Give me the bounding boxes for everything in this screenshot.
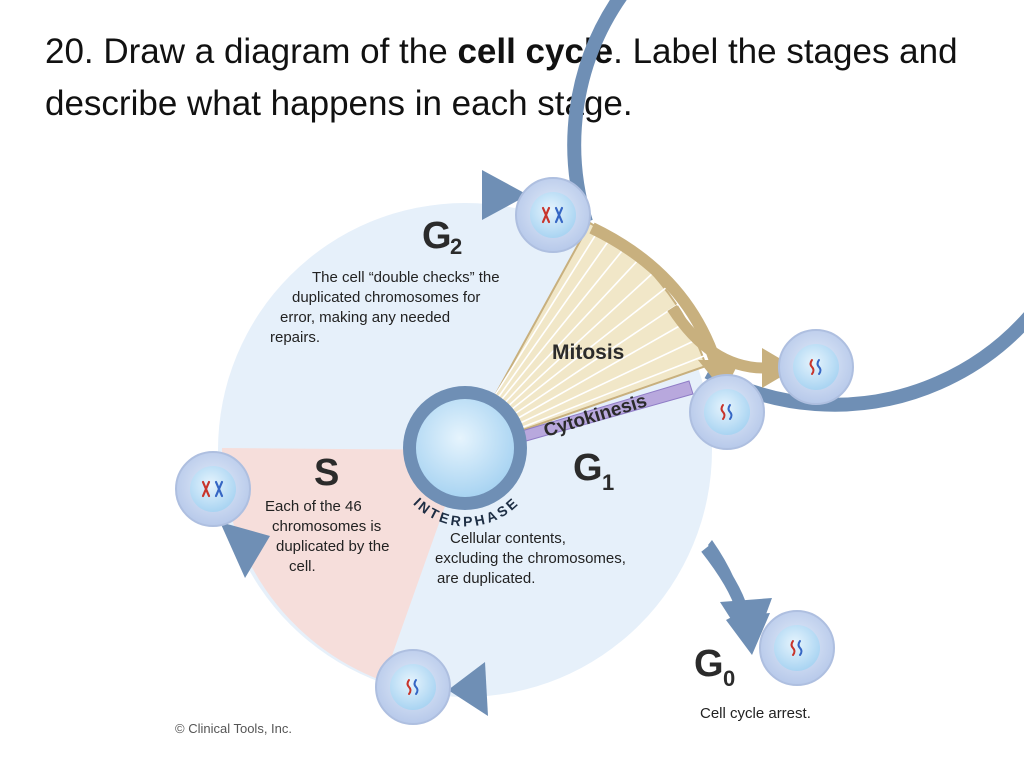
cell-s-left — [175, 451, 251, 527]
mitosis-rays — [491, 227, 705, 430]
center-nucleus — [416, 399, 514, 497]
g0-subscript: 0 — [723, 666, 735, 691]
title-prefix: 20. Draw a diagram of the — [45, 32, 458, 71]
g2-arrowhead — [482, 170, 528, 220]
g1-subscript: 1 — [602, 470, 614, 495]
g1-description: Cellular contents, excluding the chromos… — [435, 530, 630, 587]
cell-right — [778, 329, 854, 405]
g0-label: G — [694, 643, 724, 685]
g0-description: Cell cycle arrest. — [700, 705, 811, 722]
cell-cytokinesis — [689, 374, 765, 450]
s-label: S — [314, 452, 339, 494]
copyright-label: © Clinical Tools, Inc. — [175, 721, 292, 736]
s-phase-sector — [221, 448, 465, 681]
cell-g0 — [759, 610, 835, 686]
g2-subscript: 2 — [450, 234, 462, 259]
g2-label: G — [422, 215, 452, 257]
mitosis-arrow-branch — [667, 305, 769, 374]
g1-arrowhead — [448, 662, 488, 716]
g0-arrow — [701, 544, 748, 612]
s-description: Each of the 46 chromosomes is duplicated… — [265, 498, 394, 575]
g0-arrowhead — [720, 598, 772, 652]
g1-label: G — [573, 447, 603, 489]
mitosis-label: Mitosis — [552, 341, 624, 364]
cycle-ring — [567, 0, 1024, 412]
s-arrowhead — [220, 522, 270, 578]
cell-bottom — [375, 649, 451, 725]
cell-g2 — [515, 177, 591, 253]
g2-description: The cell “double checks” the duplicated … — [270, 269, 504, 346]
title-suffix: . Label the stages and describe what hap… — [45, 32, 958, 123]
